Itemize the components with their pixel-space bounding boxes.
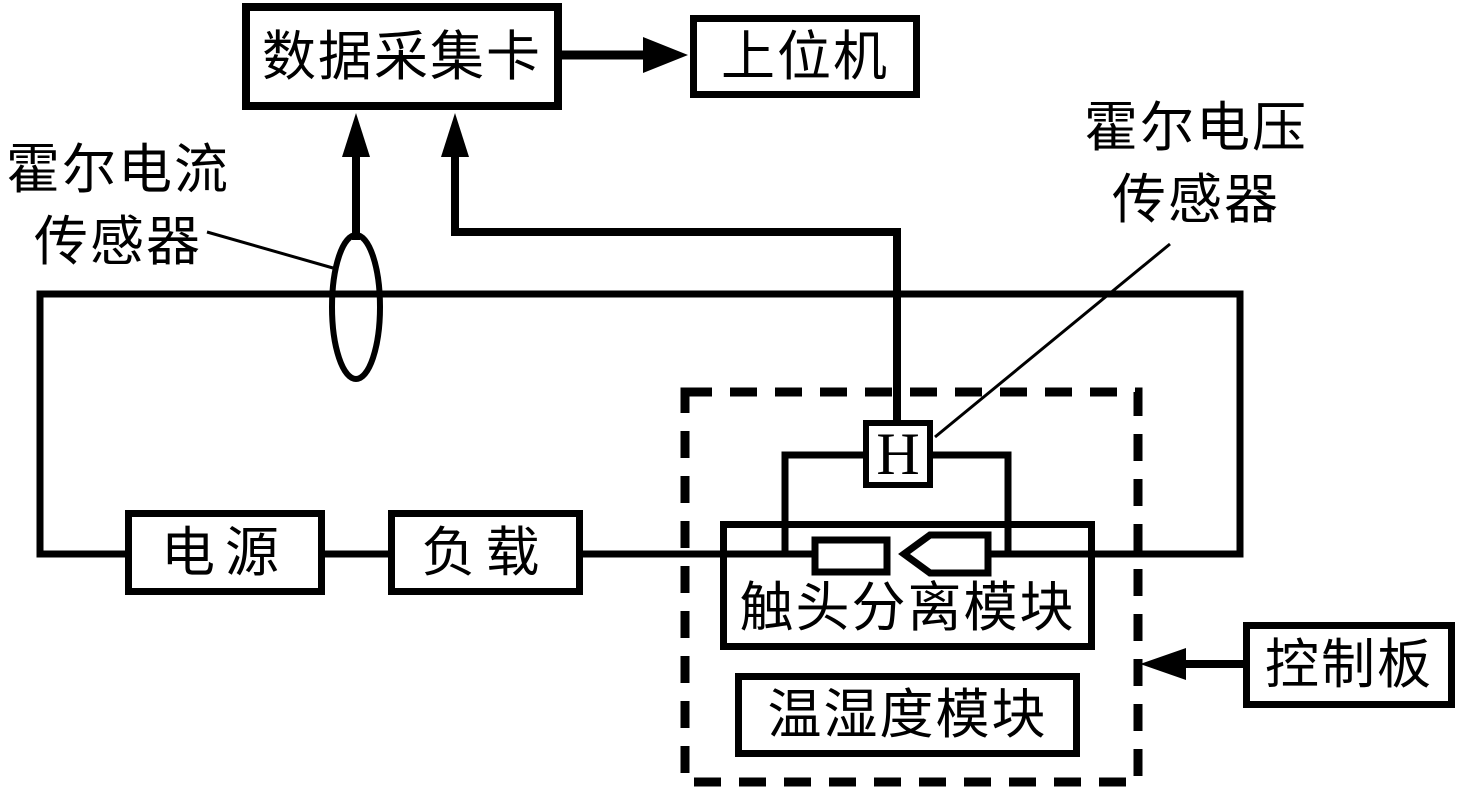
- moving-contact-icon: [811, 536, 891, 576]
- hall-voltage-sensor-label: 霍尔电压 传感器: [1066, 92, 1326, 236]
- node-temperature-humidity-module: 温湿度模块: [735, 673, 1080, 757]
- hall-bridge-right-wire: [933, 451, 1012, 554]
- hall-voltage-sensor-label-line1: 霍尔电压: [1084, 98, 1308, 158]
- control-board-arrowhead-icon: [1140, 648, 1186, 680]
- main-circuit-loop-wire: [36, 290, 1244, 558]
- hall-voltage-signal-wire: [451, 157, 901, 420]
- daq-to-host-arrowhead-icon: [643, 37, 688, 73]
- power-supply-label: 电源: [161, 522, 289, 583]
- hall-current-sensor-coil-icon: [329, 232, 383, 382]
- control-board-label: 控制板: [1265, 635, 1433, 695]
- contact-separation-module-label: 触头分离模块: [739, 578, 1076, 638]
- temperature-humidity-module-label: 温湿度模块: [767, 685, 1048, 745]
- node-host-computer: 上位机: [690, 15, 920, 98]
- daq-card-label: 数据采集卡: [262, 26, 542, 87]
- node-control-board: 控制板: [1243, 622, 1455, 708]
- node-daq-card: 数据采集卡: [242, 3, 562, 110]
- fixed-contact-icon: [898, 531, 992, 577]
- hall-element-label: H: [876, 421, 920, 487]
- hall-current-sensor-label-line2: 传感器: [34, 212, 202, 272]
- hall-voltage-signal-arrowhead-icon: [441, 113, 469, 157]
- load-label: 负载: [421, 522, 550, 583]
- hall-current-sensor-label: 霍尔电流 传感器: [0, 134, 238, 278]
- hall-current-leader-line: [206, 230, 334, 270]
- node-power-supply: 电源: [125, 510, 325, 595]
- hall-bridge-left-wire: [781, 451, 863, 554]
- hall-current-signal-arrowhead-icon: [342, 113, 370, 157]
- hall-voltage-sensor-label-line2: 传感器: [1112, 170, 1280, 230]
- node-load: 负载: [388, 510, 583, 595]
- host-computer-label: 上位机: [721, 26, 889, 87]
- hall-voltage-leader-line: [934, 242, 1171, 439]
- dashed-module-group-boundary: [680, 387, 1143, 787]
- node-hall-element: H: [863, 420, 933, 488]
- hall-current-sensor-label-line1: 霍尔电流: [6, 140, 230, 200]
